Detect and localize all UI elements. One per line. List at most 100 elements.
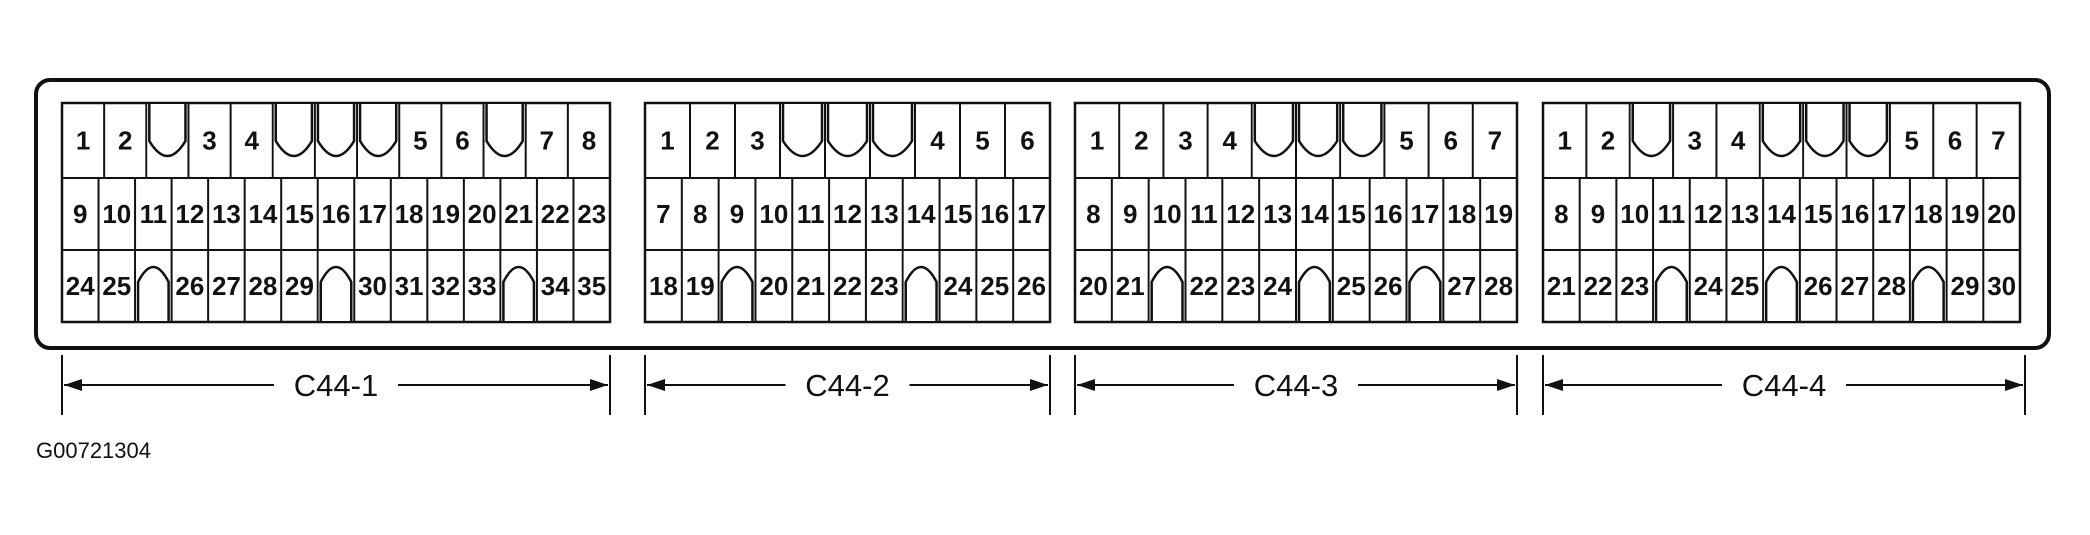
- pin-number: 2: [1601, 126, 1615, 156]
- pin-number: 7: [656, 199, 670, 229]
- pin-number: 15: [285, 199, 314, 229]
- keying-notch: [1408, 265, 1442, 322]
- pin-number: 31: [395, 271, 424, 301]
- pin-number: 15: [1804, 199, 1833, 229]
- notch-mask: [1297, 104, 1340, 177]
- notch-mask: [1910, 251, 1946, 321]
- pin-number: 7: [1488, 126, 1502, 156]
- pin-number: 1: [76, 126, 90, 156]
- pin-number: 4: [1222, 126, 1237, 156]
- connector-block: [1541, 101, 2022, 324]
- notch-mask: [315, 104, 357, 177]
- keying-notch: [1654, 265, 1689, 322]
- pin-number: 10: [102, 199, 131, 229]
- connector-label: C44-1: [294, 368, 378, 403]
- pin-number: 12: [1226, 199, 1255, 229]
- keying-notch: [720, 265, 754, 322]
- keying-notch: [274, 103, 314, 158]
- pin-number: 17: [1877, 199, 1906, 229]
- pin-number: 25: [102, 271, 131, 301]
- pin-number: 11: [140, 199, 168, 229]
- pin-number: 22: [1189, 271, 1218, 301]
- notch-mask: [1341, 104, 1384, 177]
- pin-number: 6: [455, 126, 469, 156]
- pin-number: 10: [759, 199, 788, 229]
- pin-number: 18: [1914, 199, 1943, 229]
- notch-mask: [826, 104, 869, 177]
- pin-number: 24: [1263, 271, 1292, 301]
- pin-number: 27: [1840, 271, 1869, 301]
- pin-number: 19: [431, 199, 460, 229]
- arrow-left-icon: [64, 379, 82, 391]
- keying-notch: [781, 103, 824, 158]
- connector-label: C44-3: [1254, 368, 1338, 403]
- keying-notch: [1341, 103, 1383, 158]
- pin-number: 15: [943, 199, 972, 229]
- pin-number: 21: [1547, 271, 1576, 301]
- pin-number: 29: [285, 271, 314, 301]
- pin-number: 22: [1584, 271, 1613, 301]
- pin-number: 13: [1730, 199, 1759, 229]
- notch-mask: [1252, 104, 1295, 177]
- pin-number: 21: [796, 271, 825, 301]
- pin-number: 23: [577, 199, 606, 229]
- keying-notch: [136, 265, 170, 322]
- pin-number: 35: [577, 271, 606, 301]
- pin-number: 6: [1443, 126, 1457, 156]
- pin-number: 5: [1904, 126, 1918, 156]
- arrow-left-icon: [1545, 379, 1563, 391]
- notch-mask: [318, 251, 354, 321]
- keying-notch: [1297, 265, 1332, 322]
- keying-notch: [319, 265, 353, 322]
- pin-number: 3: [202, 126, 216, 156]
- pin-number: 3: [1178, 126, 1192, 156]
- pin-number: 10: [1153, 199, 1182, 229]
- pin-number: 25: [1730, 271, 1759, 301]
- keying-notch: [1297, 103, 1339, 158]
- keying-notch: [1631, 103, 1672, 158]
- pin-number: 8: [1086, 199, 1100, 229]
- pin-number: 4: [1731, 126, 1746, 156]
- arrow-right-icon: [2005, 379, 2023, 391]
- pin-number: 1: [1090, 126, 1104, 156]
- notch-mask: [719, 251, 755, 321]
- pin-number: 17: [358, 199, 387, 229]
- notch-mask: [501, 251, 536, 321]
- pin-number: 5: [975, 126, 989, 156]
- pin-number: 20: [1079, 271, 1108, 301]
- notch-mask: [1630, 104, 1673, 177]
- pin-number: 28: [248, 271, 277, 301]
- pin-number: 18: [649, 271, 678, 301]
- pin-number: 30: [1987, 271, 2016, 301]
- figure-id: G00721304: [36, 438, 151, 463]
- pin-number: 4: [930, 126, 945, 156]
- pin-number: 13: [1263, 199, 1292, 229]
- notch-mask: [136, 251, 171, 321]
- notch-mask: [781, 104, 824, 177]
- pin-number: 12: [1694, 199, 1723, 229]
- pin-number: 17: [1017, 199, 1046, 229]
- pin-number: 24: [66, 271, 95, 301]
- pin-number: 1: [660, 126, 674, 156]
- pin-number: 22: [541, 199, 570, 229]
- pin-number: 8: [1554, 199, 1568, 229]
- arrow-right-icon: [590, 379, 608, 391]
- pin-number: 34: [541, 271, 570, 301]
- connector-block: [643, 101, 1052, 324]
- pin-number: 9: [73, 199, 87, 229]
- keying-notch: [1848, 103, 1889, 158]
- pin-number: 25: [980, 271, 1009, 301]
- pin-number: 12: [833, 199, 862, 229]
- keying-notch: [485, 103, 524, 158]
- pin-number: 33: [468, 271, 497, 301]
- notch-mask: [1847, 104, 1889, 177]
- notch-mask: [1654, 251, 1689, 321]
- pin-number: 23: [1226, 271, 1255, 301]
- pin-number: 6: [1020, 126, 1034, 156]
- dimension-bracket: C44-1: [61, 355, 611, 415]
- pin-number: 16: [1840, 199, 1869, 229]
- pin-number: 23: [1620, 271, 1649, 301]
- keying-notch: [1911, 265, 1945, 322]
- pin-number: 24: [943, 271, 972, 301]
- pin-number: 8: [693, 199, 707, 229]
